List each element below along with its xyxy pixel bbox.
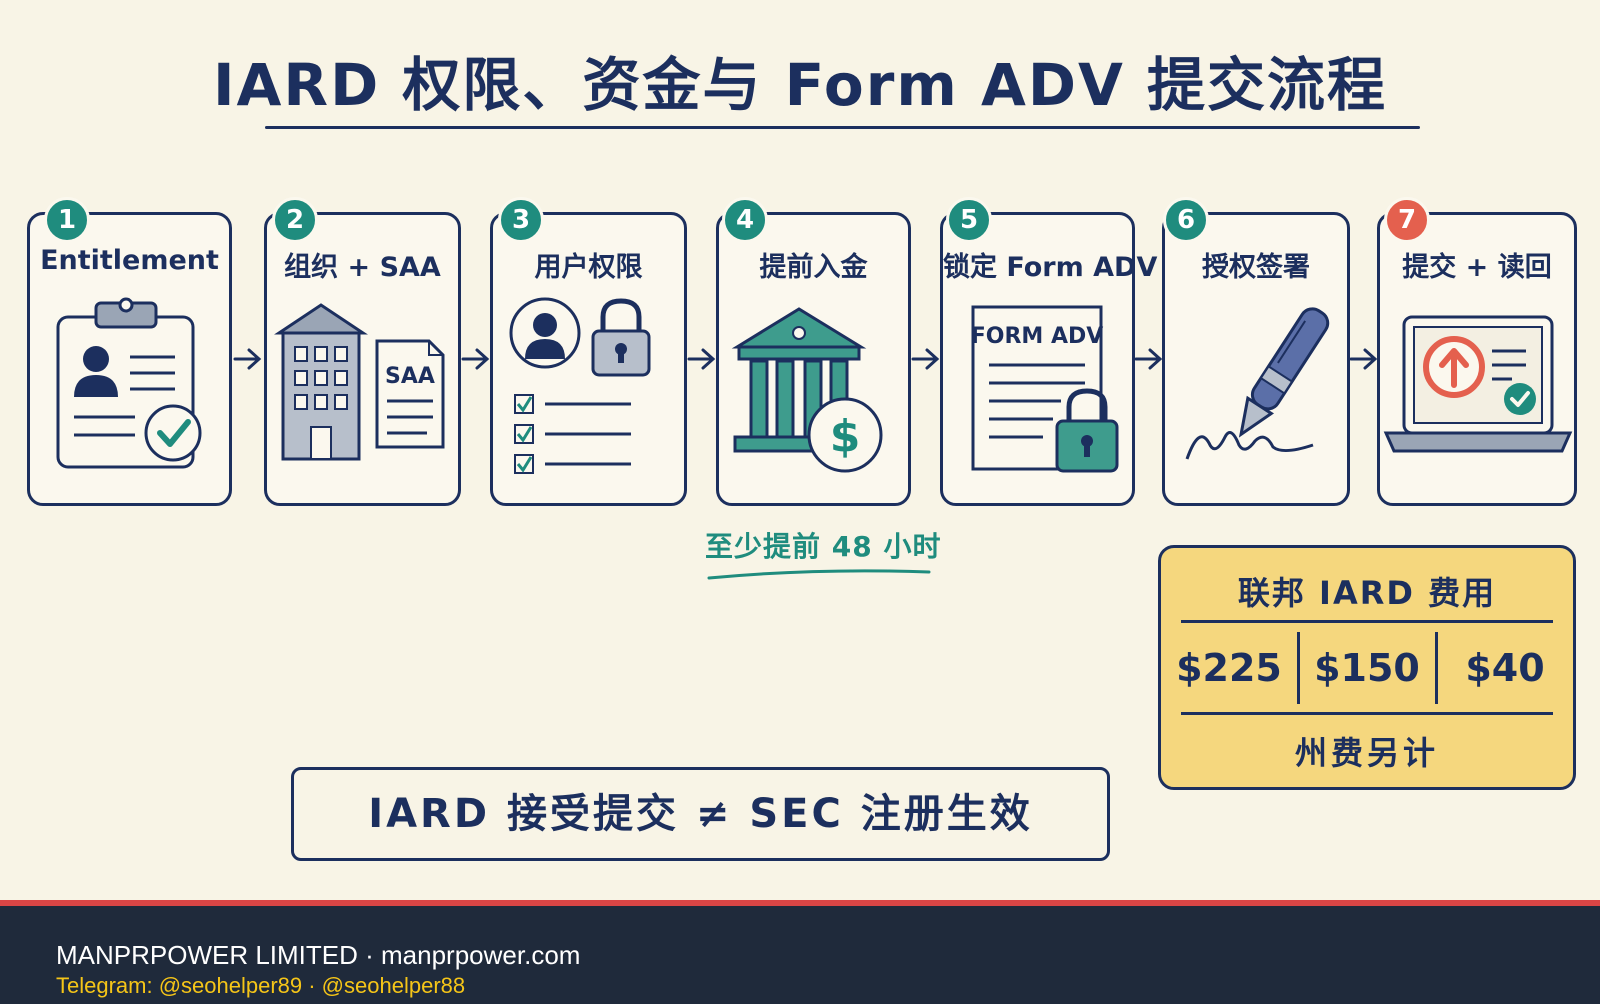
fee-amount: $40: [1465, 646, 1545, 690]
arrow-right-icon: [1134, 348, 1163, 370]
page-title: IARD 权限、资金与 Form ADV 提交流程: [212, 51, 1388, 119]
step-label-7: 提交 + 读回: [1402, 252, 1552, 283]
step-label-1: Entitlement: [40, 245, 219, 276]
step-card-2: 2 组织 + SAA SAA: [264, 197, 461, 506]
footer-contact: Telegram: @seohelper89 · @seohelper88: [56, 973, 466, 998]
step-badge-2: 2: [272, 197, 318, 243]
fee-divider: [1181, 712, 1553, 715]
arrow-right-icon: [461, 348, 490, 370]
fee-separator: [1297, 632, 1300, 704]
bank-dollar-icon: $: [731, 307, 883, 473]
arrow-right-icon: [911, 348, 940, 370]
step-label-5: 锁定 Form ADV: [943, 252, 1158, 283]
saa-document-label: SAA: [385, 364, 435, 389]
step-card-7: 7 提交 + 读回: [1377, 197, 1577, 506]
form-lock-icon: FORM ADV: [971, 305, 1119, 473]
step-card-1: 1 Entitlement: [27, 197, 232, 506]
title-underline: [265, 126, 1420, 129]
pen-signature-icon: [1185, 307, 1330, 460]
form-adv-document-label: FORM ADV: [971, 324, 1104, 349]
step-card-5: 5 锁定 Form ADV FORM ADV: [940, 197, 1158, 506]
state-fee-note: 州费另计: [1294, 734, 1439, 772]
step-card-3: 3 用户权限: [490, 197, 687, 506]
footer-company: MANPRPOWER LIMITED · manprpower.com: [56, 940, 581, 970]
fee-box-title: 联邦 IARD 费用: [1237, 574, 1497, 612]
clipboard-profile-check-icon: [56, 297, 202, 469]
step-badge-4: 4: [722, 197, 768, 243]
step-badge-7: 7: [1384, 197, 1430, 243]
step-badge-5: 5: [946, 197, 992, 243]
fee-amount: $225: [1176, 646, 1282, 690]
step-label-4: 提前入金: [759, 252, 868, 283]
step-badge-3: 3: [498, 197, 544, 243]
step-badge-6: 6: [1163, 197, 1209, 243]
key-note-box: IARD 接受提交 ≠ SEC 注册生效: [291, 767, 1110, 861]
building-document-icon: SAA: [274, 303, 445, 461]
step-badge-1: 1: [44, 197, 90, 243]
fee-amount: $150: [1314, 646, 1420, 690]
deposit-timing-note: 至少提前 48 小时: [705, 530, 942, 563]
federal-fee-box: 联邦 IARD 费用 $225 $150 $40 州费另计: [1158, 545, 1576, 790]
step-card-4: 4 提前入金 $: [716, 197, 911, 506]
fee-separator: [1435, 632, 1438, 704]
step-label-6: 授权签署: [1202, 252, 1310, 283]
svg-text:$: $: [830, 411, 861, 462]
user-lock-checklist-icon: [509, 297, 651, 474]
arrow-right-icon: [687, 348, 716, 370]
fee-divider: [1181, 620, 1553, 623]
note-underline: [707, 569, 931, 580]
footer-bar: MANPRPOWER LIMITED · manprpower.com Tele…: [0, 900, 1600, 1004]
step-card-6: 6 授权签署: [1162, 197, 1350, 506]
step-label-3: 用户权限: [534, 252, 643, 283]
step-label-2: 组织 + SAA: [284, 252, 441, 283]
laptop-upload-icon: [1383, 315, 1573, 453]
arrow-right-icon: [1349, 348, 1378, 370]
arrow-right-icon: [233, 348, 262, 370]
